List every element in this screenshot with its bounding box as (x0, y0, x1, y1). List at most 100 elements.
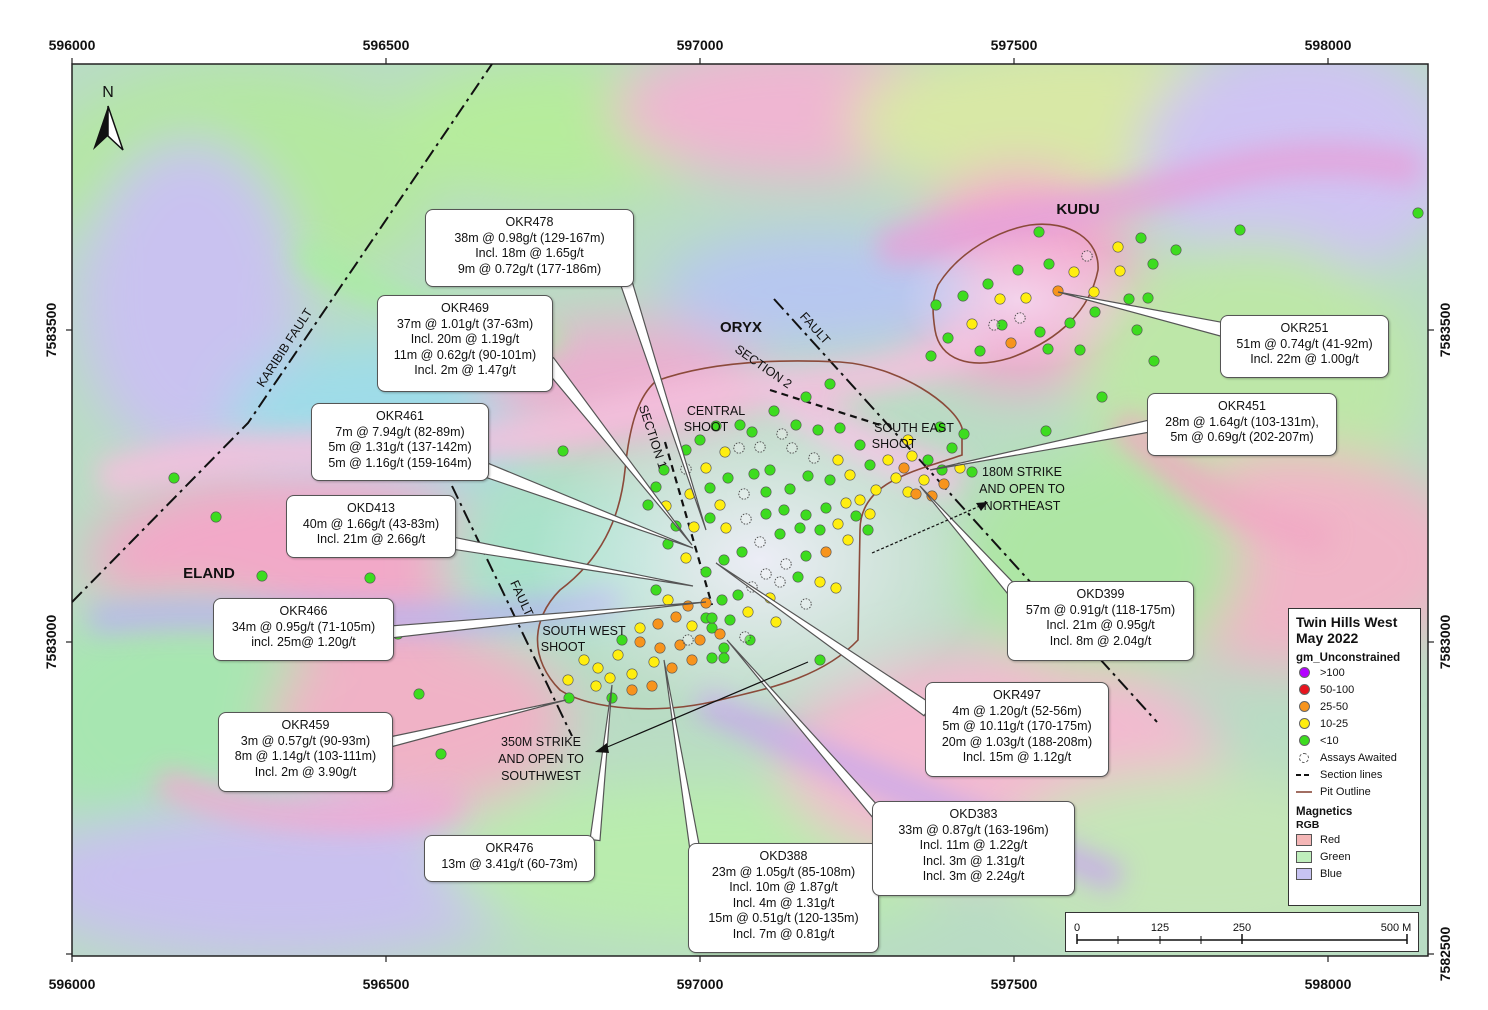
drillhole-point (820, 502, 832, 514)
drillhole-awaited (988, 319, 1000, 331)
drillhole-point (364, 572, 376, 584)
strike-arrows (595, 502, 988, 753)
drillhole-point (814, 576, 826, 588)
scale-tick-1: 125 (1151, 922, 1169, 934)
drillhole-point (650, 481, 662, 493)
strike-sw-label-3: SOUTHWEST (501, 769, 581, 783)
south-east-shoot-label-1: SOUTH EAST (874, 421, 954, 435)
drillhole-point (800, 509, 812, 521)
drillhole-point (704, 482, 716, 494)
drillhole-point (925, 350, 937, 362)
drillhole-awaited (738, 488, 750, 500)
drillhole-awaited (1081, 250, 1093, 262)
drillhole-awaited (739, 631, 751, 643)
drillhole-awaited (776, 428, 788, 440)
map-frame (71, 63, 1429, 957)
x-coord-top-2: 597000 (677, 37, 724, 53)
x-coord-bottom-3: 597500 (991, 976, 1038, 992)
legend-title-1: Twin Hills West (1296, 614, 1398, 630)
legend-row-grade: 25-50 (1296, 698, 1413, 715)
drillhole-point (820, 546, 832, 558)
drillhole-awaited (786, 442, 798, 454)
drillhole-awaited (754, 441, 766, 453)
drillhole-point (802, 470, 814, 482)
drillhole-point (590, 680, 602, 692)
callout-okd383-line: 33m @ 0.87g/t (163-196m) (898, 822, 1049, 837)
drillhole-point (938, 478, 950, 490)
south-east-shoot-label-2: SHOOT (872, 437, 917, 451)
callout-okd388-line: OKD388 (759, 849, 808, 863)
drillhole-point (864, 459, 876, 471)
drillhole-point (930, 299, 942, 311)
drillhole-point (562, 674, 574, 686)
callout-leaders (388, 279, 1228, 852)
drillhole-point (1012, 264, 1024, 276)
drillhole-awaited (733, 442, 745, 454)
legend-label-band: Blue (1320, 867, 1343, 880)
drillhole-point (854, 494, 866, 506)
leader-okr476 (589, 684, 613, 842)
drillhole-point (714, 628, 726, 640)
drillhole-point (922, 454, 934, 466)
scale-tick-2: 250 (1233, 922, 1251, 934)
drillhole-point (1043, 258, 1055, 270)
callout-okr469-line: 37m @ 1.01g/t (37-63m) (396, 316, 534, 331)
legend-label-band: Red (1320, 833, 1341, 846)
fault-line-sw (451, 485, 573, 737)
y-coord-left-1: 7583000 (43, 615, 59, 670)
drillhole-point (760, 486, 772, 498)
callout-okr461-line: 5m @ 1.31g/t (137-142m) (328, 440, 472, 454)
drillhole-point (996, 319, 1008, 331)
legend-label-grade: 10-25 (1320, 717, 1349, 730)
drillhole-point (982, 278, 994, 290)
scale-tick-3: 500 M (1381, 922, 1412, 934)
drillhole-point (646, 680, 658, 692)
legend-label-grade: >100 (1320, 666, 1345, 679)
strike-ne-label-2: AND OPEN TO (979, 482, 1065, 496)
drillhole-point (1052, 285, 1064, 297)
drillhole-point (1131, 324, 1143, 336)
drillhole-point (724, 614, 736, 626)
legend-label-grade: 25-50 (1320, 700, 1349, 713)
legend: Twin Hills West May 2022 gm_Unconstraine… (1288, 608, 1421, 906)
x-coord-bottom-0: 596000 (49, 976, 96, 992)
drillhole-point (722, 472, 734, 484)
drillhole-point (918, 474, 930, 486)
grade-dot-icon (1298, 667, 1310, 678)
south-west-shoot-label-2: SHOOT (541, 640, 586, 654)
strike-ne-label-3: NORTHEAST (984, 499, 1061, 513)
drillhole-awaited (760, 568, 772, 580)
pit-outlines (536, 223, 1099, 710)
legend-row-band: Blue (1296, 865, 1413, 882)
drillhole-point (662, 594, 674, 606)
drillhole-point (435, 748, 447, 760)
callout-okr478-line: Incl. 18m @ 1.65g/t (475, 246, 584, 260)
drillhole-point (790, 419, 802, 431)
drillhole-point (898, 462, 910, 474)
drillhole-point (814, 524, 826, 536)
callout-okr478-line: 9m @ 0.72g/t (177-186m) (457, 261, 602, 276)
drillhole-point (1068, 266, 1080, 278)
drillhole-point (794, 522, 806, 534)
strike-ne-label-1: 180M STRIKE (982, 465, 1062, 479)
callout-okd399-line: 57m @ 0.91g/t (118-175m) (1025, 602, 1176, 617)
drillhole-point (966, 466, 978, 478)
drillhole-point (946, 442, 958, 454)
drillhole-point (832, 454, 844, 466)
scale-tick-0: 0 (1074, 922, 1080, 934)
y-coord-left-0: 7583500 (43, 303, 59, 358)
coordinate-ticks (66, 58, 1434, 962)
callout-okr459-line: 8m @ 1.14g/t (103-111m) (234, 749, 377, 763)
drillhole-point (1142, 292, 1154, 304)
kudu-pit-outline (932, 223, 1099, 364)
callout-okr497-line: 20m @ 1.03g/t (188-208m) (941, 734, 1093, 749)
callout-okr478-line: 38m @ 0.98g/t (129-167m) (454, 230, 605, 245)
scale-bar-graphic: 0 125 250 500 M (1074, 922, 1412, 944)
callout-okr251-line: Incl. 22m @ 1.00g/t (1250, 352, 1359, 366)
